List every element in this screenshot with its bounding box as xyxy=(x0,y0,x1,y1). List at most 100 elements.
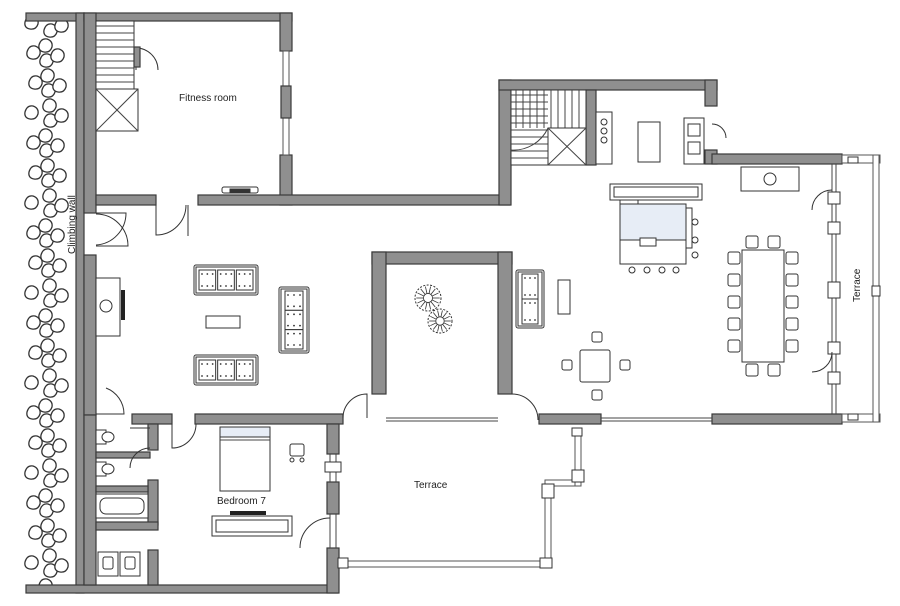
climbing-hold xyxy=(41,83,56,98)
climbing-hold xyxy=(40,68,55,83)
climbing-hold xyxy=(50,318,65,333)
climbing-hold xyxy=(26,405,41,420)
climbing-hold xyxy=(24,195,39,210)
wall-fitness-west xyxy=(83,12,97,214)
fitness-furniture xyxy=(95,20,259,194)
dining-chair xyxy=(785,339,799,353)
dining-chair xyxy=(767,363,781,377)
climbing-hold xyxy=(40,158,55,173)
wall-bedroom-east-a xyxy=(326,423,340,455)
climbing-hold xyxy=(50,228,65,243)
climbing-hold xyxy=(24,555,39,570)
dining-chair xyxy=(745,235,759,249)
wall-dining-north xyxy=(711,153,843,165)
label-climbing-wall: Climbing wall xyxy=(67,195,78,254)
coffee-table xyxy=(205,315,241,329)
climbing-wall-stones xyxy=(24,15,69,593)
climbing-hold xyxy=(43,563,58,578)
climbing-hold xyxy=(28,75,43,90)
climbing-hold xyxy=(43,113,58,128)
wall-bath-partition-3 xyxy=(147,549,159,586)
wall-north-west xyxy=(25,12,85,22)
dining-table-set xyxy=(727,235,799,377)
wall-bedroom-east-c xyxy=(326,547,340,594)
climbing-hold xyxy=(26,495,41,510)
wall-shower-divider xyxy=(95,485,149,493)
climbing-hold xyxy=(28,435,43,450)
climbing-hold xyxy=(24,285,39,300)
dining-chair xyxy=(727,251,741,265)
living-room xyxy=(95,264,545,386)
wall-stair-kitchen xyxy=(585,89,597,166)
climbing-hold xyxy=(52,528,67,543)
wall-bath-partition-2 xyxy=(147,479,159,526)
climbing-hold xyxy=(52,258,67,273)
climbing-hold xyxy=(40,518,55,533)
bathroom xyxy=(95,429,149,577)
fitness-window-pier xyxy=(280,85,292,119)
wall-courtyard-north xyxy=(371,251,513,265)
wall-bath-west xyxy=(83,414,97,586)
wall-living-west xyxy=(83,254,97,416)
wall-courtyard-east xyxy=(497,251,513,395)
round-table-set xyxy=(557,279,631,401)
sofa-kitchen xyxy=(515,269,545,329)
climbing-hold xyxy=(54,468,69,483)
sofa-south xyxy=(193,354,259,386)
climbing-hold xyxy=(54,198,69,213)
dining-chair xyxy=(727,317,741,331)
climbing-hold xyxy=(54,378,69,393)
climbing-hold xyxy=(54,288,69,303)
bed xyxy=(219,426,271,492)
wall-south-kitchen xyxy=(538,413,602,425)
climbing-hold xyxy=(52,168,67,183)
climbing-hold xyxy=(54,108,69,123)
wall-fitness-north xyxy=(83,12,293,22)
climbing-hold xyxy=(50,408,65,423)
kitchen-island-north xyxy=(637,121,661,163)
climbing-hold xyxy=(52,438,67,453)
tree xyxy=(427,308,453,334)
climbing-hold xyxy=(42,98,57,113)
label-terrace-south: Terrace xyxy=(414,480,448,491)
dining-chair xyxy=(727,339,741,353)
dining-chair xyxy=(785,273,799,287)
wall-west xyxy=(75,12,85,594)
climbing-hold xyxy=(50,138,65,153)
climbing-hold xyxy=(24,105,39,120)
dining-chair xyxy=(785,251,799,265)
wall-bath-partition-1 xyxy=(147,423,159,451)
wall-stair-north xyxy=(498,79,718,91)
wall-stair-west xyxy=(498,79,512,206)
climbing-hold xyxy=(38,308,53,323)
dining-table xyxy=(741,249,785,363)
wall-fitness-south-east xyxy=(197,194,511,206)
climbing-hold xyxy=(41,443,56,458)
wall-living-south-a xyxy=(131,413,173,425)
climbing-hold xyxy=(28,345,43,360)
climbing-hold xyxy=(26,45,41,60)
walls xyxy=(25,12,843,594)
climbing-hold xyxy=(42,548,57,563)
climbing-hold xyxy=(39,503,54,518)
wall-south-dining xyxy=(711,413,843,425)
climbing-hold xyxy=(28,165,43,180)
climbing-hold xyxy=(26,135,41,150)
climbing-hold xyxy=(42,458,57,473)
wall-wc-divider xyxy=(95,451,151,459)
climbing-hold xyxy=(52,348,67,363)
climbing-hold xyxy=(42,368,57,383)
dining-chair xyxy=(745,363,759,377)
glazing xyxy=(324,154,881,569)
label-terrace-east: Terrace xyxy=(852,268,863,302)
sofa-north xyxy=(193,264,259,296)
courtyard-trees xyxy=(414,284,453,334)
climbing-hold xyxy=(42,278,57,293)
climbing-hold xyxy=(43,203,58,218)
wall-fitness-east-top xyxy=(279,12,293,52)
dining-chair xyxy=(785,317,799,331)
stair-north-east xyxy=(510,89,587,166)
climbing-hold xyxy=(54,558,69,573)
climbing-hold xyxy=(26,225,41,240)
wall-south-west xyxy=(25,584,339,594)
